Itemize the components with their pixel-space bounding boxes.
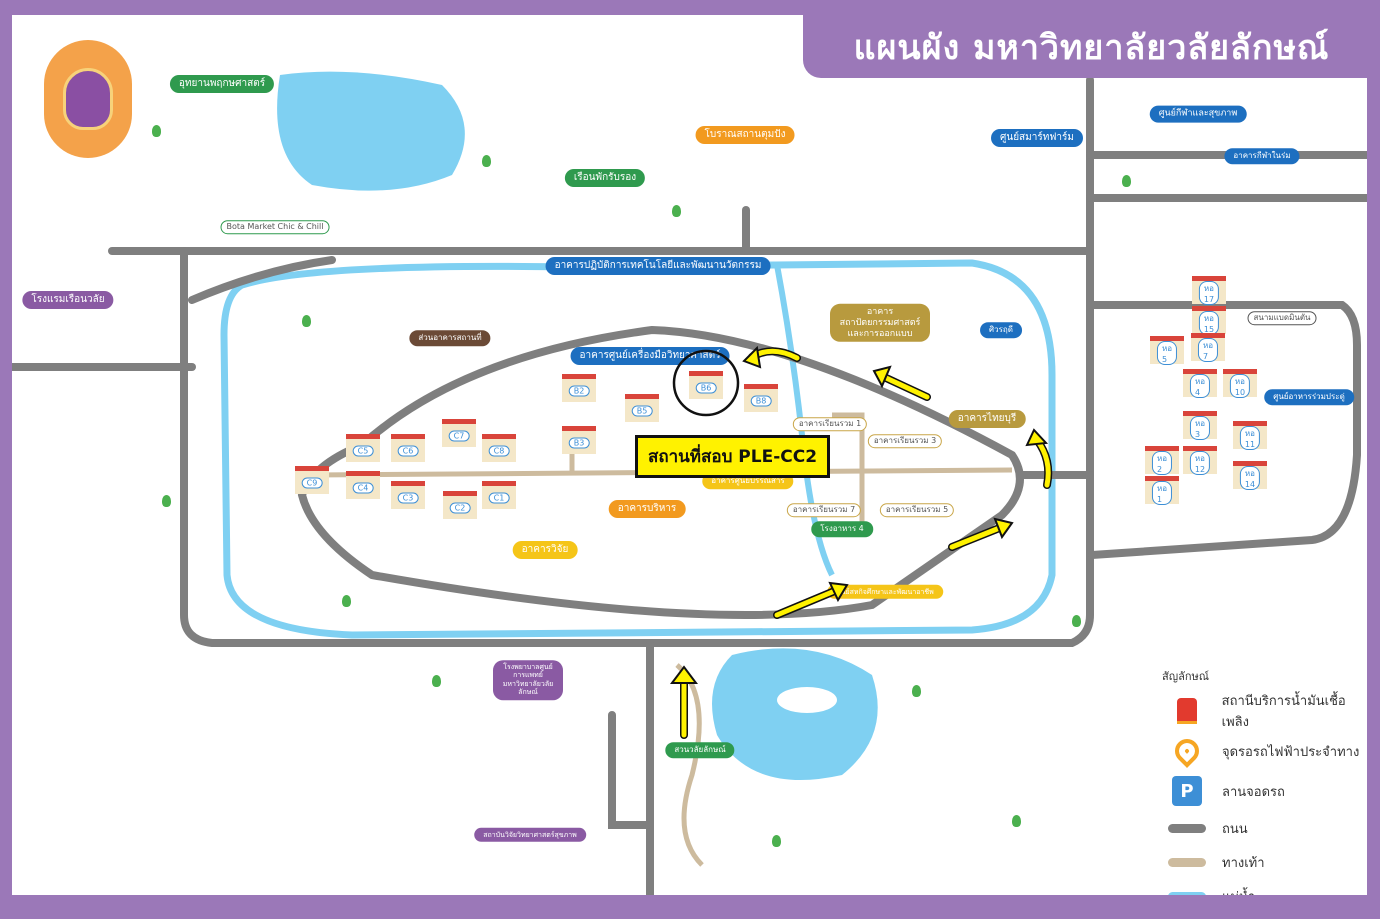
dorm[interactable]: หอ 15 [1192, 306, 1226, 335]
river [220, 259, 1056, 639]
lake-south [712, 648, 878, 780]
dorm[interactable]: หอ 7 [1191, 333, 1225, 362]
label-canteen4: โรงอาหาร 4 [811, 521, 873, 537]
dorm[interactable]: หอ 17 [1192, 276, 1226, 305]
label-hospital: โรงพยาบาลศูนย์การแพทย์ มหาวิทยาลัยวลัยลั… [493, 660, 563, 700]
dorm[interactable]: หอ 2 [1145, 446, 1179, 475]
label-bota-market: Bota Market Chic & Chill [220, 220, 330, 234]
label-lecture7: อาคารเรียนรวม 7 [786, 503, 862, 517]
label-tech-innovation: อาคารปฏิบัติการเทคโนโลยีและพัฒนานวัตกรรม [545, 257, 771, 275]
label-facilities: ส่วนอาคารสถานที่ [409, 330, 491, 346]
tree-icon [162, 495, 171, 507]
label-botanic: อุทยานพฤกษศาสตร์ [169, 75, 275, 93]
building-b2[interactable]: B2 [562, 374, 596, 402]
building-c4[interactable]: C4 [346, 471, 380, 499]
label-siwaruedee: ศิวรฤดี [980, 322, 1022, 338]
parking-icon: P [1172, 776, 1202, 806]
road-swatch [1168, 823, 1206, 833]
label-lecture1: อาคารเรียนรวม 1 [792, 417, 868, 431]
exam-location-label: สถานที่สอบ PLE-CC2 [635, 435, 830, 478]
dorm[interactable]: หอ 11 [1233, 421, 1267, 450]
building-c6[interactable]: C6 [391, 434, 425, 462]
dorm[interactable]: หอ 14 [1233, 461, 1267, 490]
map-legend: สัญลักษณ์ สถานีบริการน้ำมันเชื้อเพลิง จุ… [1162, 667, 1367, 895]
building-b5[interactable]: B5 [625, 394, 659, 422]
fuel-icon [1176, 698, 1197, 724]
dorm[interactable]: หอ 5 [1150, 336, 1184, 365]
walkway-swatch [1168, 857, 1206, 867]
label-smart-farm: ศูนย์สมาร์ทฟาร์ม [991, 129, 1083, 147]
building-c2[interactable]: C2 [443, 491, 477, 519]
label-architecture: อาคารสถาปัตยกรรมศาสตร์และการออกแบบ [830, 303, 930, 343]
building-c7[interactable]: C7 [442, 419, 476, 447]
tree-icon [1012, 815, 1021, 827]
map-title: แผนผัง มหาวิทยาลัยวลัยลักษณ์ [803, 15, 1380, 78]
label-walai-park: สวนวลัยลักษณ์ [665, 742, 735, 758]
tree-icon [342, 595, 351, 607]
label-tumpang: โบราณสถานตุมปัง [695, 126, 795, 144]
legend-item-walkway: ทางเท้า [1162, 845, 1367, 879]
label-research: อาคารวิจัย [512, 541, 578, 559]
tree-icon [672, 205, 681, 217]
label-hotel: โรงแรมเรือนวลัย [22, 291, 114, 309]
tree-icon [432, 675, 441, 687]
university-logo [44, 40, 132, 158]
campus-map: อุทยานพฤกษศาสตร์ Bota Market Chic & Chil… [12, 15, 1367, 895]
label-indoor-sport: อาคารกีฬาในร่ม [1224, 148, 1300, 164]
legend-title: สัญลักษณ์ [1162, 670, 1209, 683]
label-badminton: สนามแบดมินตัน [1247, 311, 1317, 325]
label-food-center: ศูนย์อาหารร่วมประดู่ [1264, 389, 1354, 405]
tree-icon [1072, 615, 1081, 627]
river-swatch [1168, 891, 1206, 895]
map-base [12, 71, 1367, 895]
label-admin: อาคารบริหาร [608, 500, 686, 518]
building-c9[interactable]: C9 [295, 466, 329, 494]
label-lecture3: อาคารเรียนรวม 3 [867, 434, 943, 448]
dorm[interactable]: หอ 4 [1183, 369, 1217, 398]
building-b6[interactable]: B6 [689, 371, 723, 399]
label-sci-instrument: อาคารศูนย์เครื่องมือวิทยาศาสตร์ [570, 347, 730, 365]
legend-item-road: ถนน [1162, 811, 1367, 845]
dorm[interactable]: หอ 3 [1183, 411, 1217, 440]
building-c1[interactable]: C1 [482, 481, 516, 509]
building-b8[interactable]: B8 [744, 384, 778, 412]
label-coop: ศูนย์สหกิจศึกษาและพัฒนาอาชีพ [827, 584, 943, 600]
label-lecture5: อาคารเรียนรวม 5 [879, 503, 955, 517]
dorm[interactable]: หอ 12 [1183, 446, 1217, 475]
bus-stop-icon [1170, 734, 1204, 768]
tree-icon [302, 315, 311, 327]
dorm[interactable]: หอ 10 [1223, 369, 1257, 398]
tree-icon [912, 685, 921, 697]
building-c3[interactable]: C3 [391, 481, 425, 509]
lake-north [277, 71, 465, 191]
legend-item-fuel: สถานีบริการน้ำมันเชื้อเพลิง [1162, 691, 1367, 731]
label-health-institute: สถาบันวิจัยวิทยาศาสตร์สุขภาพ [474, 827, 586, 843]
label-guest-house: เรือนพักรับรอง [564, 169, 646, 187]
building-c5[interactable]: C5 [346, 434, 380, 462]
dorm[interactable]: หอ 1 [1145, 476, 1179, 505]
tree-icon [152, 125, 161, 137]
building-b3[interactable]: B3 [562, 426, 596, 454]
legend-item-bus-stop: จุดรอรถไฟฟ้าประจำทาง [1162, 731, 1367, 771]
tree-icon [772, 835, 781, 847]
label-thaiburi: อาคารไทยบุรี [948, 410, 1026, 428]
label-sport-center: ศูนย์กีฬาและสุขภาพ [1149, 105, 1247, 123]
tree-icon [1122, 175, 1131, 187]
legend-item-river: แม่น้ำ [1162, 879, 1367, 895]
building-c8[interactable]: C8 [482, 434, 516, 462]
tree-icon [482, 155, 491, 167]
